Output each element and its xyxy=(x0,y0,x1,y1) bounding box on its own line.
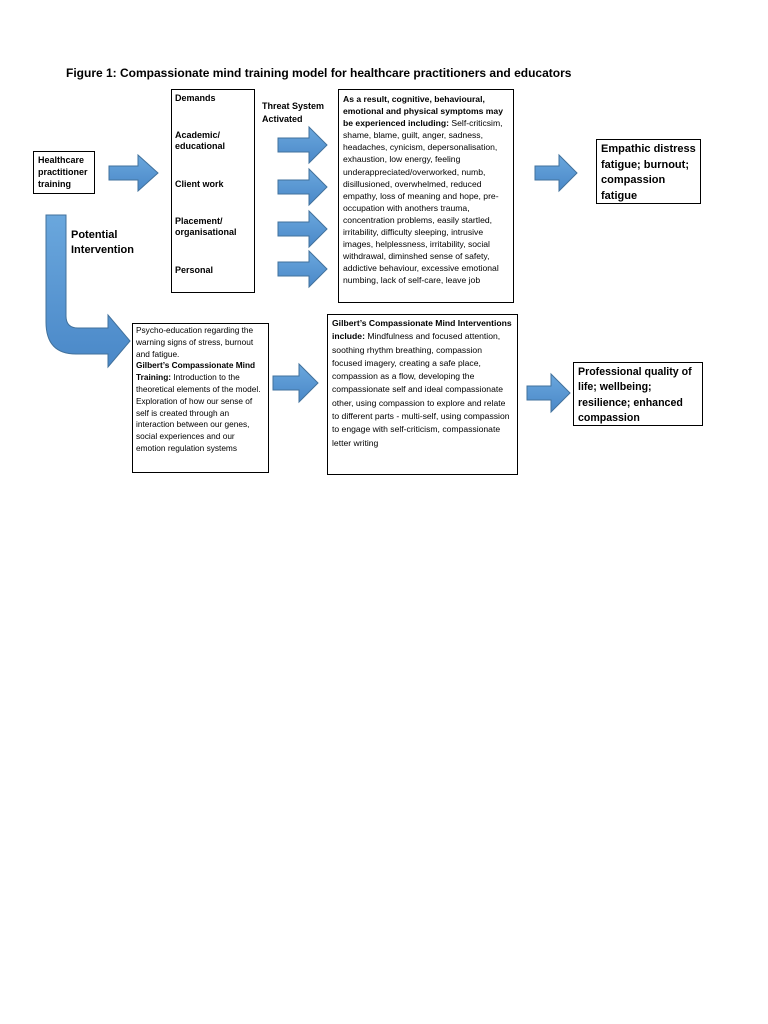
interventions-lead: Gilbert’s Compassionate Mind Interventio… xyxy=(332,318,512,342)
arrow-potential-intervention xyxy=(45,214,131,369)
arrow-symptoms-to-outcome xyxy=(534,153,578,193)
arrow-training-to-demands xyxy=(108,153,159,193)
demands-heading: Demands xyxy=(175,93,216,103)
demand-academic: Academic/ educational xyxy=(175,130,226,151)
demand-placement: Placement/ organisational xyxy=(175,216,237,237)
negative-outcome-text: Empathic distress fatigue; burnout; comp… xyxy=(601,143,696,202)
positive-outcome-text: Professional quality of life; wellbeing;… xyxy=(578,366,692,424)
demand-client-work: Client work xyxy=(175,179,224,189)
cmt-text: Introduction to the theoretical elements… xyxy=(136,372,261,453)
interventions-text: Mindfulness and focused attention, sooth… xyxy=(332,331,510,448)
arrow-psychoed-to-interventions xyxy=(272,362,319,404)
arrow-interventions-to-outcome xyxy=(526,372,571,414)
arrow-academic-to-symptoms xyxy=(277,125,328,165)
start-box: Healthcare practitioner training xyxy=(33,151,95,194)
psychoeducation-text: Psycho-education regarding the warning s… xyxy=(136,325,254,359)
negative-outcome-box: Empathic distress fatigue; burnout; comp… xyxy=(596,139,701,204)
psychoeducation-box: Psycho-education regarding the warning s… xyxy=(132,323,269,473)
figure-title: Figure 1: Compassionate mind training mo… xyxy=(66,66,572,80)
start-box-label: Healthcare practitioner training xyxy=(38,155,88,189)
demand-personal: Personal xyxy=(175,265,214,275)
arrow-placement-to-symptoms xyxy=(277,209,328,249)
cmt-lead: Gilbert’s Compassionate Mind Training: xyxy=(136,360,256,383)
interventions-box: Gilbert’s Compassionate Mind Interventio… xyxy=(327,314,518,475)
symptoms-text: Self-criticsim, shame, blame, guilt, ang… xyxy=(343,118,503,286)
arrow-clientwork-to-symptoms xyxy=(277,167,328,207)
threat-system-label: Threat System Activated xyxy=(262,101,325,124)
symptoms-lead: As a result, cognitive, behavioural, emo… xyxy=(343,94,503,129)
positive-outcome-box: Professional quality of life; wellbeing;… xyxy=(573,362,703,426)
symptoms-box: As a result, cognitive, behavioural, emo… xyxy=(338,89,514,303)
potential-intervention-label: Potential Intervention xyxy=(71,229,134,256)
arrow-personal-to-symptoms xyxy=(277,249,328,289)
demands-box: Demands Academic/ educational Client wor… xyxy=(171,89,255,293)
